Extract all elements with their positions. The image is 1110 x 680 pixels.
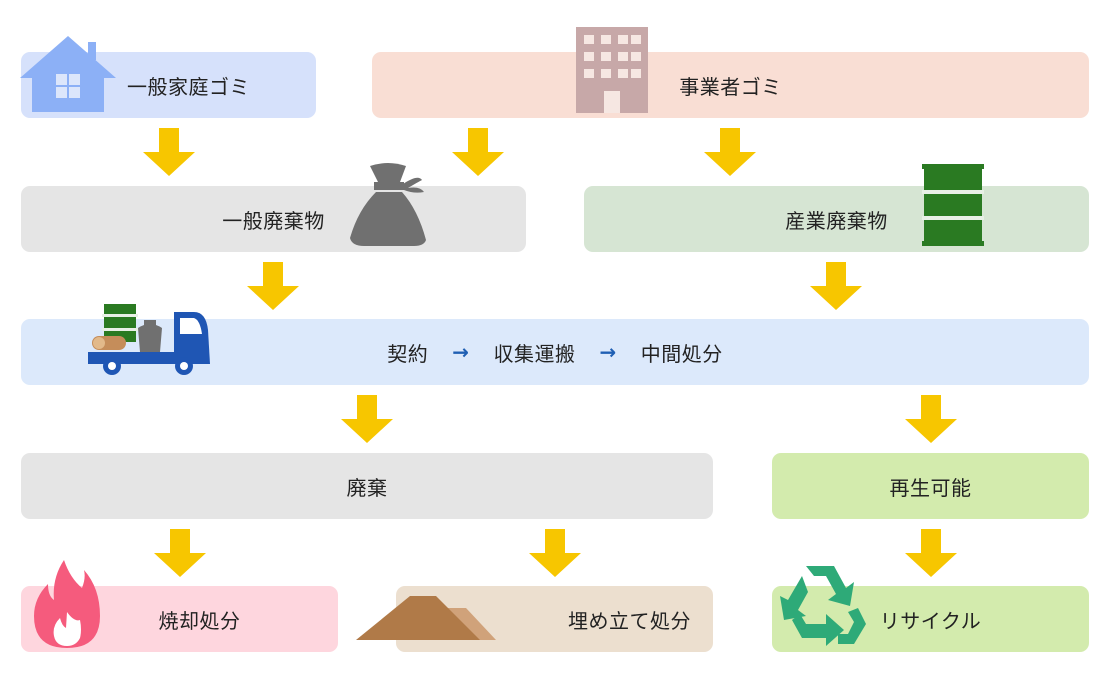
- business-waste-box: 事業者ゴミ: [372, 52, 1089, 118]
- reusable-box: 再生可能: [772, 453, 1089, 519]
- flow-arrow-icon: [143, 128, 195, 176]
- flow-arrow-icon: [529, 529, 581, 577]
- process-arrow: →: [599, 340, 617, 364]
- building-icon: [576, 27, 648, 113]
- process-step-intermediate: 中間処分: [640, 341, 723, 366]
- truck-icon: [88, 304, 210, 375]
- household-waste-label: 一般家庭ゴミ: [127, 74, 250, 99]
- process-step-transport: 収集運搬: [493, 341, 576, 366]
- flow-arrow-icon: [704, 128, 756, 176]
- oil-drum-icon: [922, 164, 984, 246]
- soil-pile-icon: [356, 596, 496, 640]
- flow-arrow-icon: [905, 529, 957, 577]
- recycle-label: リサイクル: [879, 608, 982, 633]
- flow-arrow-icon: [810, 262, 862, 310]
- general-waste-label: 一般廃棄物: [222, 208, 325, 233]
- flow-arrow-icon: [905, 395, 957, 443]
- fire-icon: [34, 560, 100, 648]
- process-step-contract: 契約: [387, 341, 429, 366]
- disposal-label: 廃棄: [346, 475, 388, 500]
- reusable-label: 再生可能: [889, 475, 972, 500]
- recycle-icon: [780, 566, 866, 646]
- flow-arrow-icon: [452, 128, 504, 176]
- flow-arrow-icon: [154, 529, 206, 577]
- landfill-label: 埋め立て処分: [568, 608, 691, 633]
- general-waste-box: 一般廃棄物: [21, 186, 526, 252]
- industrial-waste-label: 産業廃棄物: [785, 208, 888, 233]
- industrial-waste-box: 産業廃棄物: [584, 186, 1089, 252]
- disposal-box: 廃棄: [21, 453, 713, 519]
- process-arrow: →: [452, 340, 470, 364]
- incineration-label: 焼却処分: [158, 608, 241, 633]
- flow-arrow-icon: [247, 262, 299, 310]
- business-waste-label: 事業者ゴミ: [679, 74, 782, 99]
- recycle-box: リサイクル: [772, 586, 1089, 652]
- flow-arrow-icon: [341, 395, 393, 443]
- house-icon: [20, 36, 116, 112]
- garbage-bag-icon: [350, 163, 426, 246]
